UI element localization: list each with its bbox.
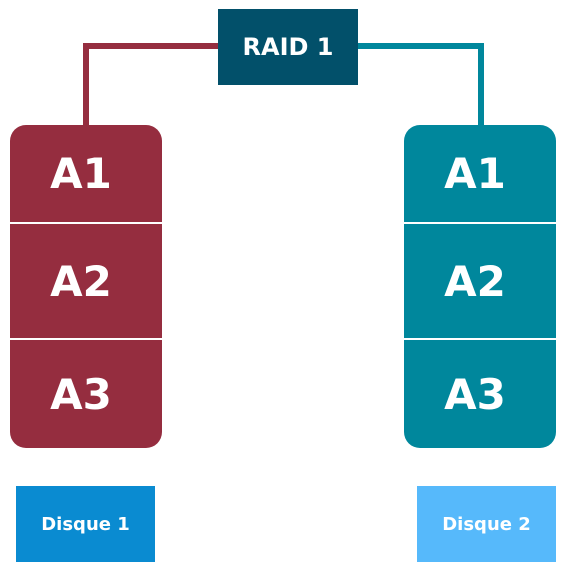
raid-level-label: RAID 1 — [242, 33, 334, 61]
block-divider — [10, 338, 162, 340]
disk-1-block-a1: A1 — [10, 125, 162, 222]
disk-2-block-a1: A1 — [404, 125, 556, 222]
disk-2-block-a3: A3 — [404, 340, 556, 448]
disk-1: A1 A2 A3 — [10, 125, 162, 448]
block-divider — [404, 222, 556, 224]
block-divider — [404, 338, 556, 340]
block-label: A1 — [50, 149, 112, 198]
disk-2: A1 A2 A3 — [404, 125, 556, 448]
block-label: A3 — [50, 369, 112, 419]
block-label: A1 — [444, 149, 506, 198]
block-divider — [10, 222, 162, 224]
disk-1-block-a2: A2 — [10, 224, 162, 338]
connector-to-disque-1 — [83, 43, 218, 125]
disk-1-block-a3: A3 — [10, 340, 162, 448]
disk-2-label: Disque 2 — [417, 486, 556, 562]
block-label: A3 — [444, 369, 506, 419]
connector-to-disque-2 — [358, 43, 484, 125]
disk-2-label-text: Disque 2 — [442, 513, 531, 535]
raid-level-box: RAID 1 — [218, 9, 358, 85]
block-label: A2 — [50, 256, 112, 306]
disk-1-label-text: Disque 1 — [41, 513, 130, 535]
disk-2-block-a2: A2 — [404, 224, 556, 338]
block-label: A2 — [444, 256, 506, 306]
disk-1-label: Disque 1 — [16, 486, 155, 562]
